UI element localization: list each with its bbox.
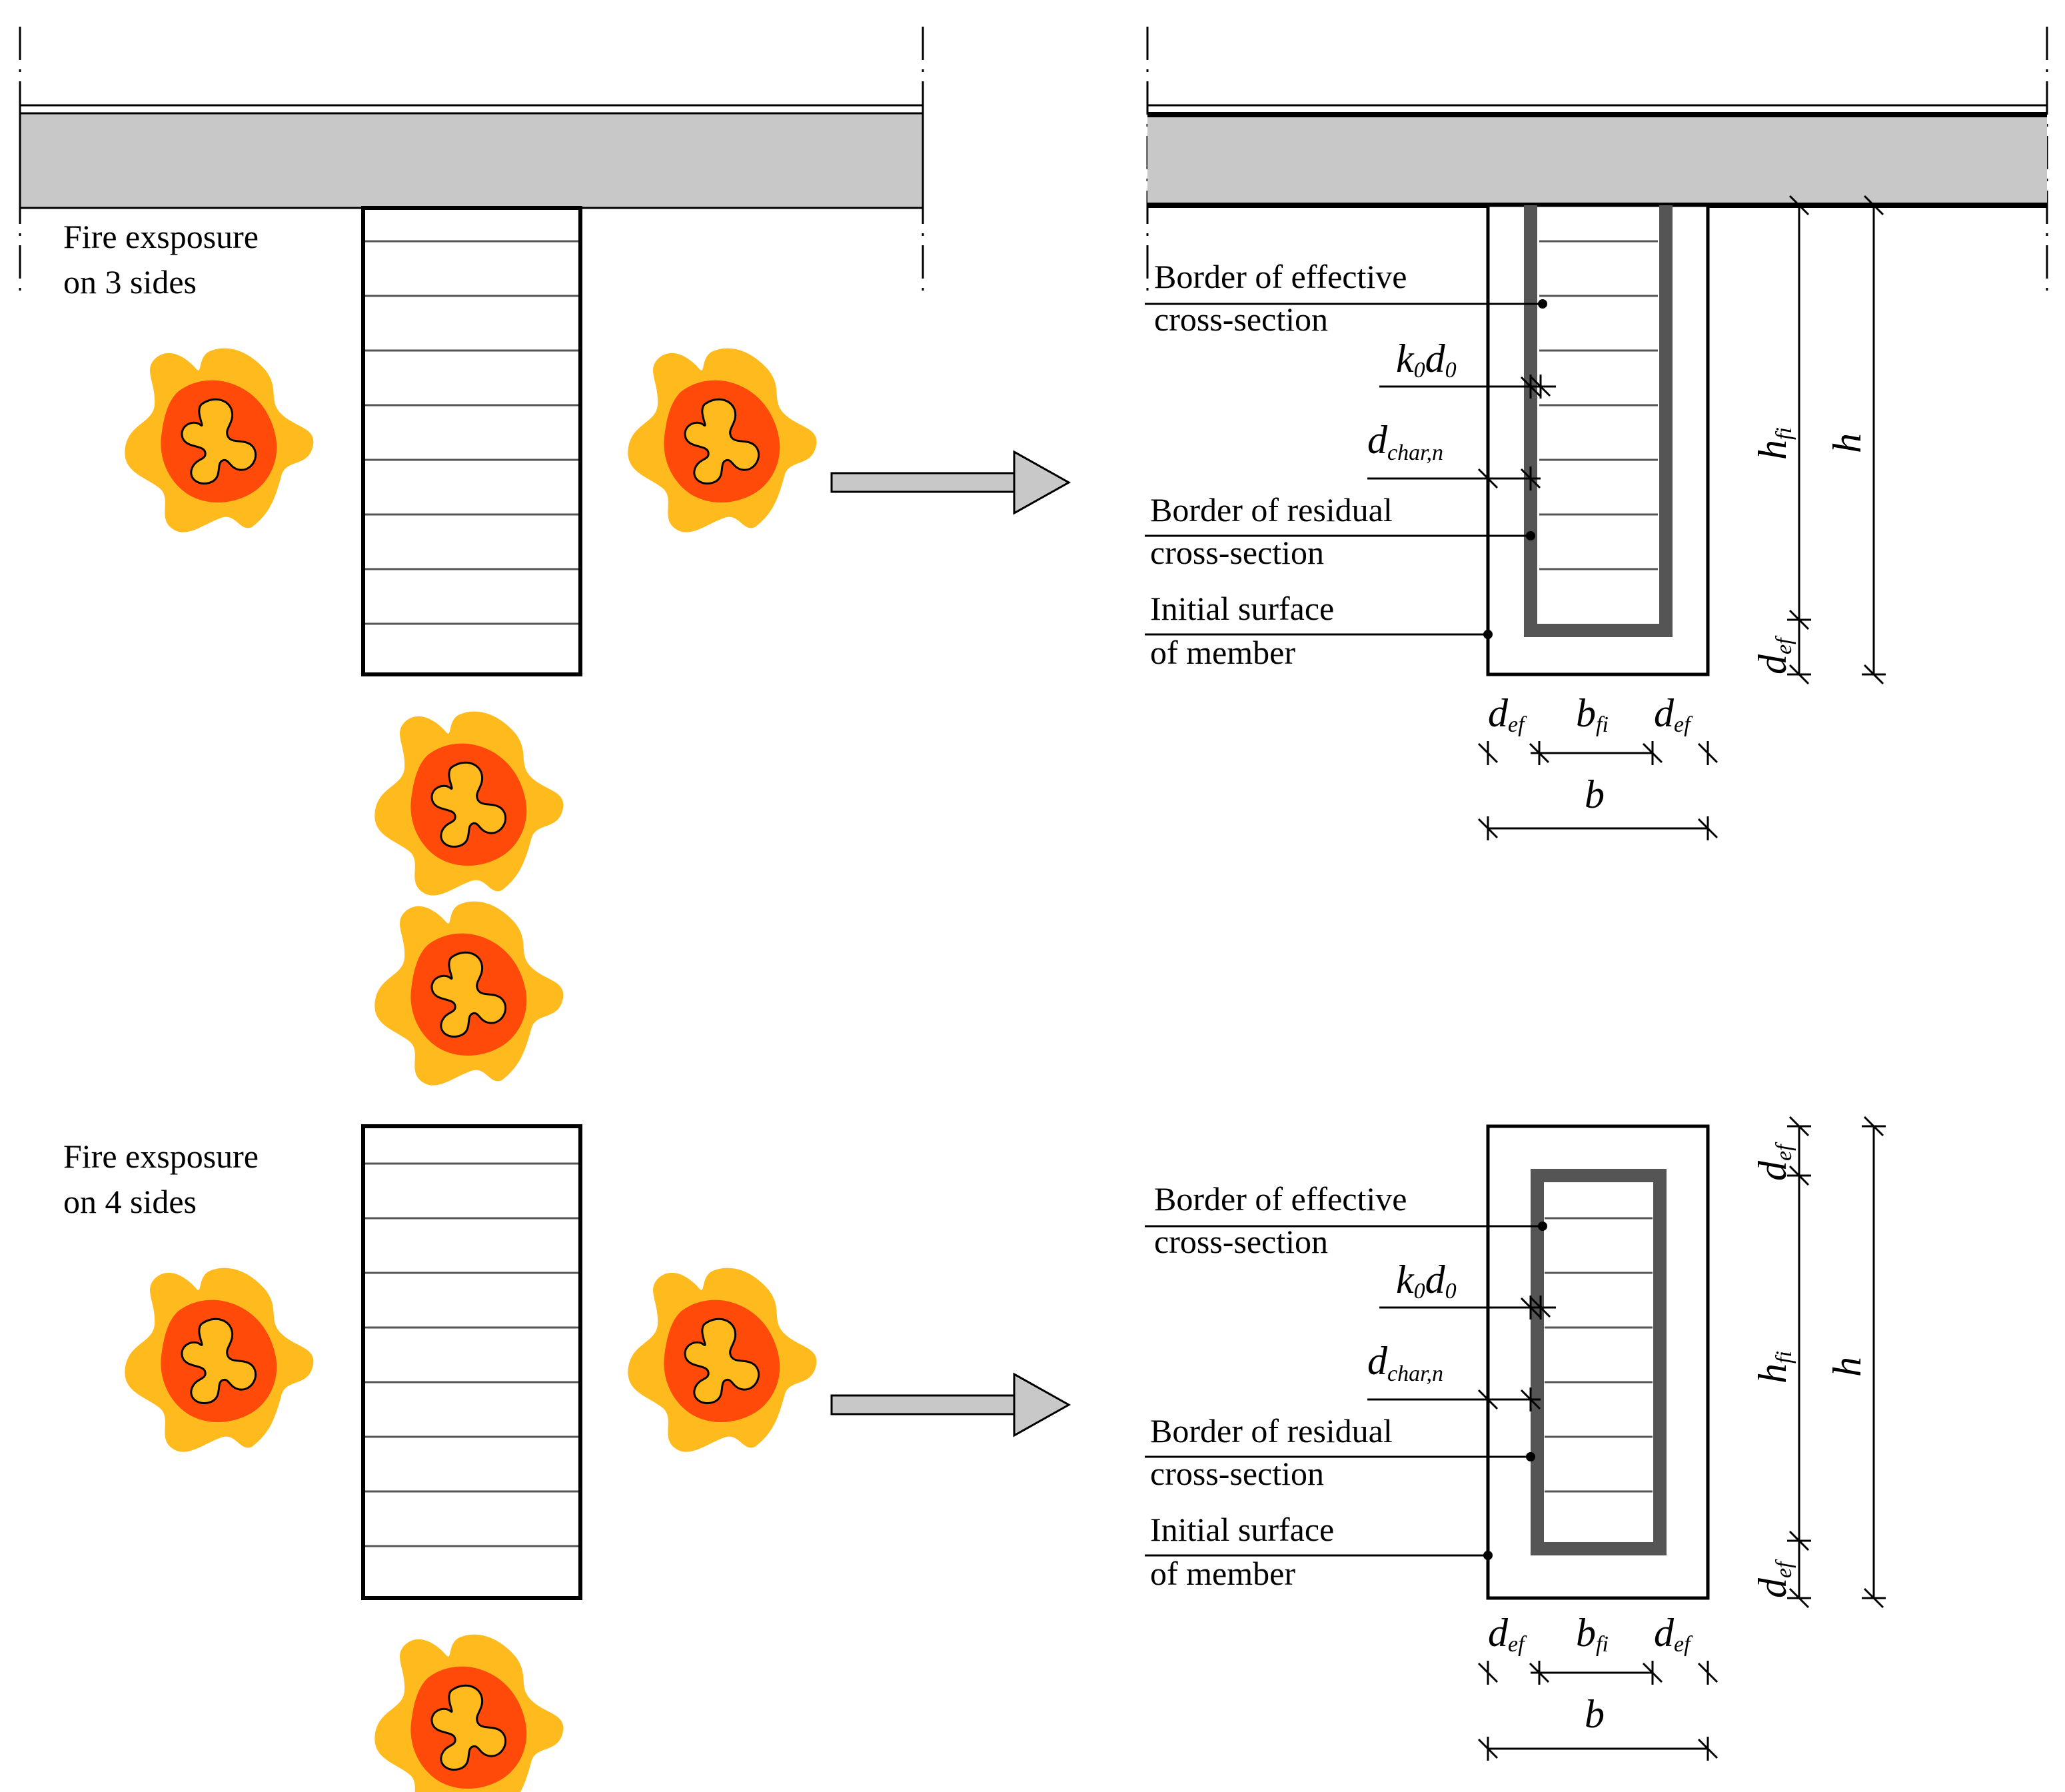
label-effective-line1: Border of effective (1154, 258, 1407, 295)
symbol-b: b (1585, 1692, 1605, 1736)
symbol-hfi: hfi (1750, 427, 1796, 460)
label-effective-line1: Border of effective (1154, 1180, 1407, 1218)
label-initial-line1: Initial surface (1150, 590, 1334, 627)
symbol-k0d0: k0d0 (1396, 1258, 1457, 1304)
symbol-def-vertical: def (1750, 1142, 1796, 1181)
fire-icon (373, 710, 564, 897)
label-initial-line2: of member (1150, 634, 1295, 671)
fire-icon (373, 1633, 564, 1792)
label-effective-line2: cross-section (1154, 301, 1328, 338)
label-initial-line1: Initial surface (1150, 1511, 1334, 1548)
fire-icon (626, 347, 818, 534)
symbol-b: b (1585, 772, 1605, 816)
panel-4-sides: Fire exsposure on 4 sides Border of effe… (63, 900, 1887, 1792)
label-residual-line2: cross-section (1150, 1455, 1324, 1492)
fire-icon (123, 347, 315, 534)
label-initial-line2: of member (1150, 1555, 1295, 1592)
panel-3-sides: Fire exsposure on 3 sides (19, 27, 2048, 897)
exposure-title-line2: on 4 sides (63, 1183, 197, 1220)
symbol-def-vertical: def (1750, 635, 1796, 674)
symbol-dchar: dchar,n (1367, 418, 1443, 465)
symbol-dchar: dchar,n (1367, 1339, 1443, 1386)
symbol-def-right: def (1654, 1611, 1693, 1657)
beam-section-bottom (1486, 1124, 1710, 1600)
exposure-title-line1: Fire exsposure (63, 218, 259, 255)
fire-icon (373, 900, 564, 1087)
right-arrow-icon (830, 450, 1070, 514)
label-residual-line1: Border of residual (1150, 491, 1393, 528)
symbol-bfi: bfi (1576, 1611, 1609, 1657)
symbol-def-right: def (1654, 691, 1693, 737)
symbol-def-left: def (1488, 691, 1527, 737)
label-effective-line2: cross-section (1154, 1223, 1328, 1260)
slab-left-top (19, 27, 924, 293)
symbol-hfi: hfi (1750, 1351, 1796, 1383)
beam-section-top (1486, 203, 1710, 676)
fire-icon (626, 1267, 818, 1453)
symbol-def-vertical: def (1750, 1559, 1796, 1598)
symbol-bfi: bfi (1576, 691, 1609, 737)
symbol-k0d0: k0d0 (1396, 337, 1457, 383)
exposure-title-line1: Fire exsposure (63, 1138, 259, 1175)
symbol-h: h (1825, 1357, 1869, 1377)
symbol-def-left: def (1488, 1611, 1527, 1657)
label-residual-line1: Border of residual (1150, 1412, 1393, 1449)
fire-icon (123, 1267, 315, 1453)
beam-initial-top (361, 206, 582, 676)
symbol-h: h (1825, 433, 1869, 453)
right-arrow-icon (830, 1373, 1070, 1437)
label-residual-line2: cross-section (1150, 534, 1324, 571)
exposure-title-line2: on 3 sides (63, 263, 197, 301)
beam-initial-bottom (361, 1124, 582, 1600)
